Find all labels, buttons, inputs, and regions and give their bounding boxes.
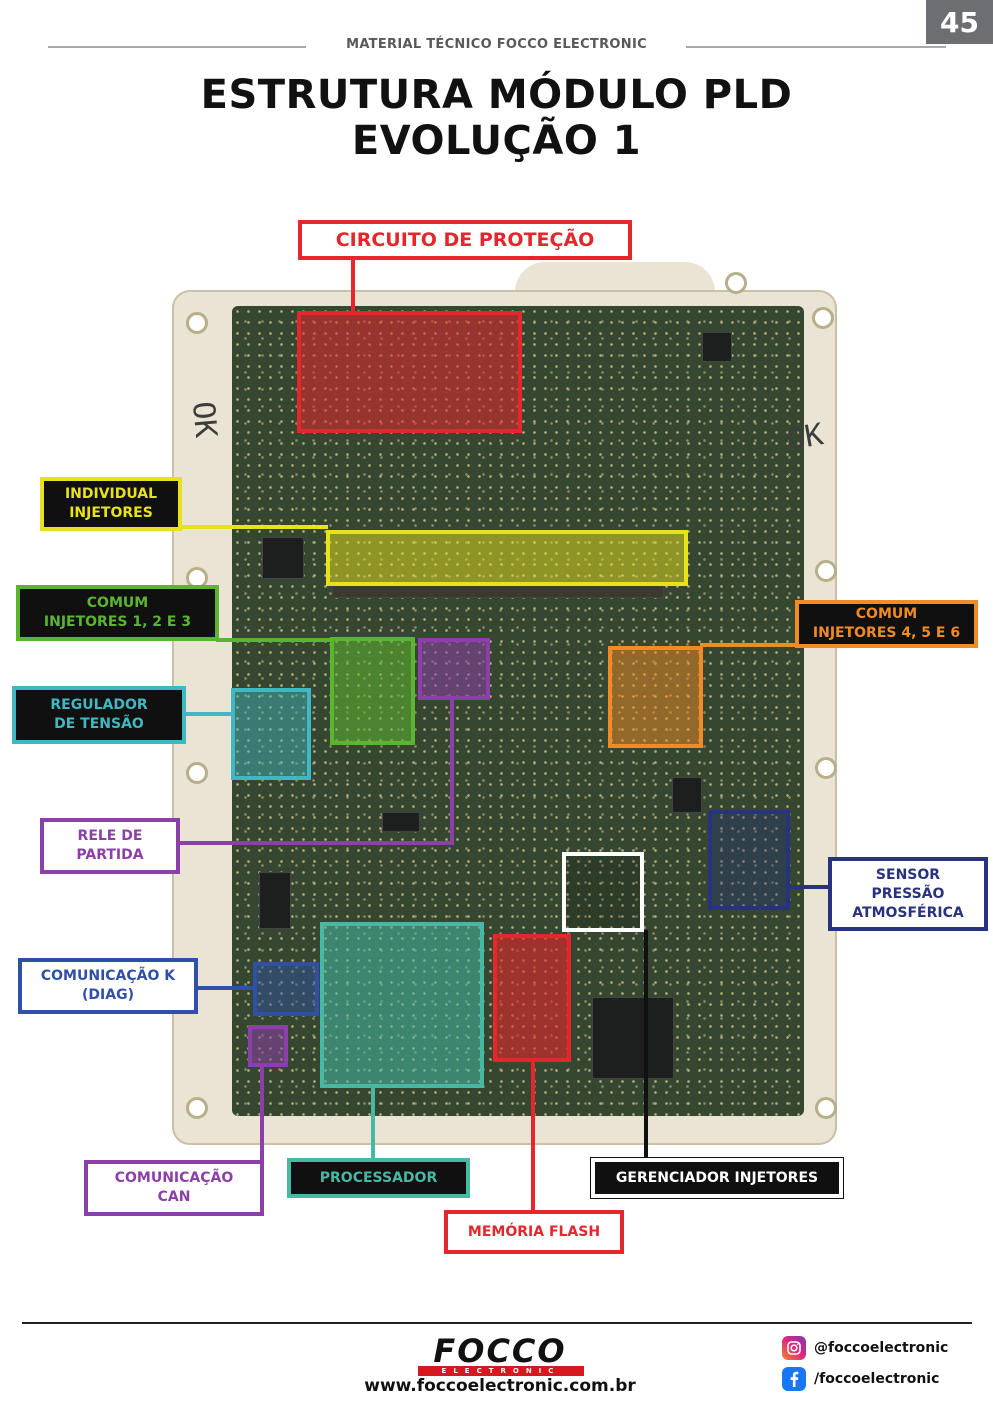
ok-mark-left: OK [185,399,224,440]
leader-regulador [184,712,233,716]
comunicacao-can-highlight [248,1025,288,1067]
mounting-hole [815,560,837,582]
leader-processador [371,1086,375,1160]
label-gerenciador-injetores: GERENCIADOR INJETORES [591,1158,843,1198]
facebook-icon [782,1367,806,1391]
sensor-pressao-highlight [708,810,790,910]
leader-gerenciador [644,930,648,1160]
facebook-handle: /foccoelectronic [814,1371,940,1387]
page-title: ESTRUTURA MÓDULO PLD EVOLUÇÃO 1 [0,72,993,164]
header-divider-right [686,46,946,48]
mounting-hole [815,757,837,779]
label-sensor-pressao: SENSOR PRESSÃO ATMOSFÉRICA [828,857,988,931]
label-rele-partida: RELE DE PARTIDA [40,818,180,874]
mounting-hole [812,307,834,329]
leader-memoria [531,1060,535,1212]
mounting-hole [186,1097,208,1119]
instagram-link[interactable]: @foccoelectronic [782,1336,948,1360]
mounting-hole [725,272,747,294]
leader-circuito-protecao [351,258,355,312]
comum-123-highlight [330,637,415,745]
label-comunicacao-can: COMUNICAÇÃO CAN [84,1160,264,1216]
mounting-hole [186,312,208,334]
leader-comum-123 [216,638,332,642]
title-line-2: EVOLUÇÃO 1 [351,118,642,164]
leader-comum-456 [700,643,796,647]
instagram-icon [782,1336,806,1360]
chip [382,812,420,832]
leader-comunicacao-k [196,986,254,990]
chip [259,872,291,929]
leader-rele-h [178,841,452,845]
label-regulador-tensao: REGULADOR DE TENSÃO [12,686,186,744]
processador-highlight [320,922,484,1088]
leader-rele-v [450,698,454,845]
label-comum-injetores-456: COMUM INJETORES 4, 5 E 6 [795,600,978,648]
rele-partida-highlight [418,638,490,700]
regulador-tensao-highlight [231,688,311,780]
chip [262,537,304,579]
title-line-1: ESTRUTURA MÓDULO PLD [200,72,793,118]
footer-divider [22,1322,972,1324]
header-text: MATERIAL TÉCNICO FOCCO ELECTRONIC [346,37,647,52]
comum-456-highlight [608,646,703,748]
facebook-link[interactable]: /foccoelectronic [782,1367,939,1391]
brand-logo: FOCCO [433,1332,567,1370]
label-individual-injetores: INDIVIDUAL INJETORES [40,477,182,531]
chip [702,332,732,362]
header-divider-left [48,46,306,48]
memoria-flash-highlight [493,934,571,1062]
brand-logo-sub: ELECTRONIC [418,1366,584,1376]
label-comunicacao-k: COMUNICAÇÃO K (DIAG) [18,958,198,1014]
ok-mark-right: OK [784,417,826,458]
chip [672,777,702,813]
leader-can [260,1065,264,1163]
website-link[interactable]: www.foccoelectronic.com.br [364,1376,636,1396]
label-memoria-flash: MEMÓRIA FLASH [444,1210,624,1254]
individual-injetores-highlight [326,530,688,586]
label-comum-injetores-123: COMUM INJETORES 1, 2 E 3 [16,585,219,641]
page-number: 45 [926,0,993,44]
label-circuito-protecao: CIRCUITO DE PROTEÇÃO [298,220,632,260]
mounting-hole [815,1097,837,1119]
gerenciador-injetores-highlight [562,852,644,932]
mounting-hole [186,762,208,784]
chip [592,997,674,1079]
leader-individual [176,525,328,529]
leader-sensor [788,885,830,889]
comunicacao-k-highlight [253,962,319,1016]
instagram-handle: @foccoelectronic [814,1340,949,1356]
circuito-protecao-highlight [297,311,522,433]
label-processador: PROCESSADOR [287,1158,470,1198]
